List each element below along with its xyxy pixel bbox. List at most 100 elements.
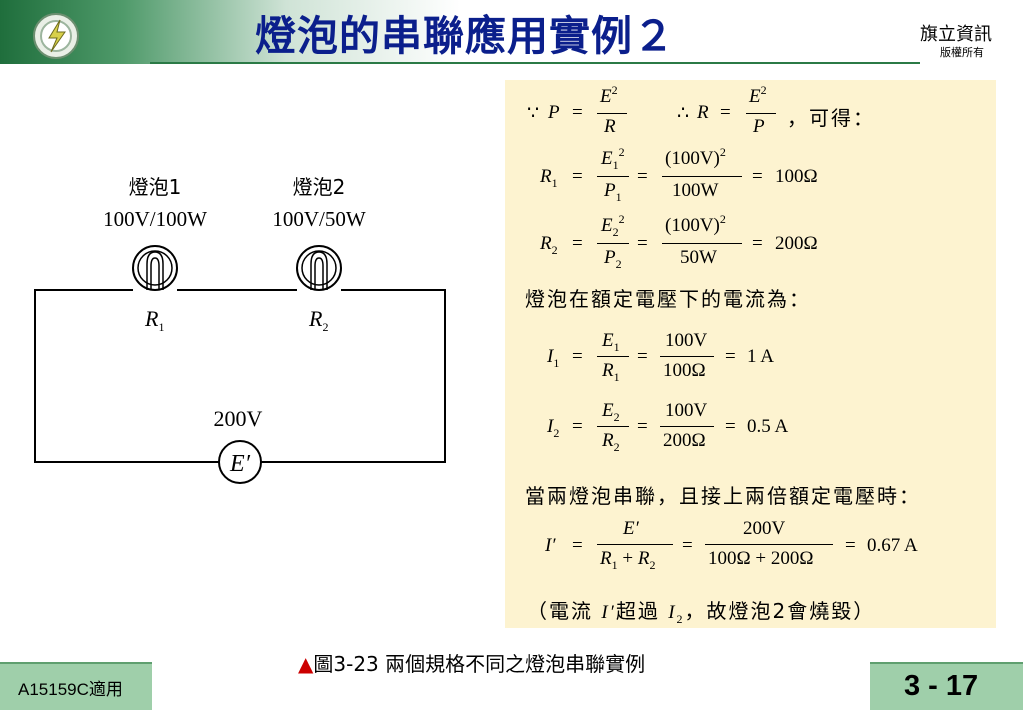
- equals-sign: =: [572, 102, 583, 123]
- i-prime-symbol: I′: [545, 535, 556, 556]
- bulb-2-label: 燈泡2: [293, 175, 346, 199]
- svg-text:R1: R1: [144, 306, 164, 334]
- note-i2: I: [668, 602, 677, 623]
- emf-letter: E: [601, 148, 613, 169]
- bulb-1-symbol: [132, 245, 178, 291]
- copyright-notice: 版權所有: [940, 46, 984, 59]
- equals-sign: =: [720, 102, 731, 123]
- resistance-sub: 2: [613, 440, 620, 454]
- bulb-2-symbol: [296, 245, 342, 291]
- i1-letter: I: [547, 346, 554, 367]
- emf-letter: E: [602, 400, 614, 421]
- fraction-bar: [705, 544, 833, 545]
- resistor-1-sub: 1: [158, 320, 164, 334]
- i1-result: 1 A: [747, 346, 774, 367]
- equals-sign: =: [637, 346, 648, 367]
- equals-sign: =: [752, 233, 763, 254]
- bulb-1-label: 燈泡1: [129, 175, 182, 199]
- r1-letter: R: [540, 166, 552, 187]
- note-i2-sub: 2: [676, 612, 685, 626]
- emf-sub: 2: [613, 410, 620, 424]
- fraction-numerator: E2: [600, 83, 618, 108]
- exponent: 2: [719, 212, 726, 226]
- power-sub: 1: [615, 190, 622, 204]
- equals-sign: =: [572, 416, 583, 437]
- power-symbol: P: [548, 102, 560, 123]
- numerator-value: (100V): [665, 215, 720, 236]
- fraction-bar: [662, 176, 742, 177]
- therefore-symbol: ∴: [677, 103, 690, 124]
- fraction-numerator: E22: [601, 212, 625, 239]
- fraction-numerator: E1: [602, 330, 620, 354]
- voltage-source-symbol: [218, 440, 262, 484]
- resistance-sub: 1: [613, 370, 620, 384]
- page-title: 燈泡的串聯應用實例２: [255, 12, 675, 60]
- svg-text:R2: R2: [308, 306, 328, 334]
- resistance-letter: R: [637, 548, 650, 569]
- fraction-bar: [597, 243, 629, 244]
- emf-symbol: E: [600, 86, 612, 107]
- fraction-bar: [597, 113, 627, 114]
- equals-sign: =: [572, 233, 583, 254]
- emf-sub: 2: [612, 225, 619, 239]
- i2-letter: I: [547, 416, 554, 437]
- circuit-diagram: 燈泡1 100V/100W 燈泡2 100V/50W R1 R2 200V E′: [34, 175, 446, 484]
- equals-sign: =: [845, 535, 856, 556]
- emf-letter: E: [601, 215, 613, 236]
- r1-symbol: R1: [540, 166, 558, 190]
- fraction-bar: [597, 176, 629, 177]
- emf-sub: 1: [612, 158, 619, 172]
- header-band: [0, 0, 1023, 64]
- page-number: 3 - 17: [904, 670, 979, 702]
- fraction-denominator: 50W: [680, 247, 717, 268]
- r1-result: 100Ω: [775, 166, 818, 187]
- fraction-denominator: P1: [604, 180, 622, 204]
- fraction-bar: [597, 426, 629, 427]
- r2-letter: R: [540, 233, 552, 254]
- fraction-denominator: R1: [602, 360, 620, 384]
- fraction-numerator: 100V: [665, 400, 708, 421]
- resistor-2-label: R: [308, 306, 323, 331]
- caption-text: 圖3-23 兩個規格不同之燈泡串聯實例: [313, 652, 646, 676]
- resistor-1-label: R: [144, 306, 159, 331]
- r2-symbol: R2: [540, 233, 558, 257]
- fraction-numerator: E′: [623, 518, 639, 539]
- fraction-bar: [662, 243, 742, 244]
- resistance-letter: R: [600, 548, 612, 569]
- equals-sign: =: [752, 166, 763, 187]
- i2-result: 0.5 A: [747, 416, 789, 437]
- equals-sign: =: [637, 233, 648, 254]
- fraction-denominator: P: [753, 116, 765, 137]
- note-text: （電流 I′超過 I2，故燈泡2會燒毀）: [527, 595, 876, 626]
- equals-sign: =: [572, 535, 583, 556]
- equals-sign: =: [725, 416, 736, 437]
- header-divider: [150, 62, 920, 64]
- source-label: E′: [229, 451, 251, 477]
- equals-sign: =: [572, 346, 583, 367]
- circuit-wire: [34, 289, 220, 463]
- fraction-bar: [660, 426, 714, 427]
- fraction-numerator: (100V)2: [665, 145, 726, 170]
- series-heading: 當兩燈泡串聯，且接上兩倍額定電壓時：: [525, 484, 921, 508]
- equals-sign: =: [572, 166, 583, 187]
- note-middle: 超過: [615, 599, 660, 623]
- fraction-numerator: E12: [601, 145, 625, 172]
- logo-icon: [33, 13, 79, 59]
- fraction-denominator: R1 + R2: [600, 548, 655, 572]
- resistance-letter: R: [602, 360, 614, 381]
- bulb-1-rating: 100V/100W: [103, 207, 207, 231]
- power-sub: 2: [615, 257, 622, 271]
- exponent: 2: [618, 145, 625, 159]
- resistance-symbol: R: [697, 102, 709, 123]
- r1-sub: 1: [551, 176, 558, 190]
- triangle-icon: ▲: [298, 652, 314, 676]
- fraction-denominator: 100Ω + 200Ω: [708, 548, 814, 569]
- equals-sign: =: [637, 416, 648, 437]
- note-close: ，故燈泡2會燒毀）: [684, 599, 876, 623]
- rated-current-heading: 燈泡在額定電壓下的電流為：: [525, 287, 811, 311]
- fraction-denominator: R: [604, 116, 616, 137]
- fraction-bar: [660, 356, 714, 357]
- equals-sign: =: [637, 166, 648, 187]
- figure-caption: ▲圖3-23 兩個規格不同之燈泡串聯實例: [298, 648, 645, 677]
- fraction-numerator: (100V)2: [665, 212, 726, 237]
